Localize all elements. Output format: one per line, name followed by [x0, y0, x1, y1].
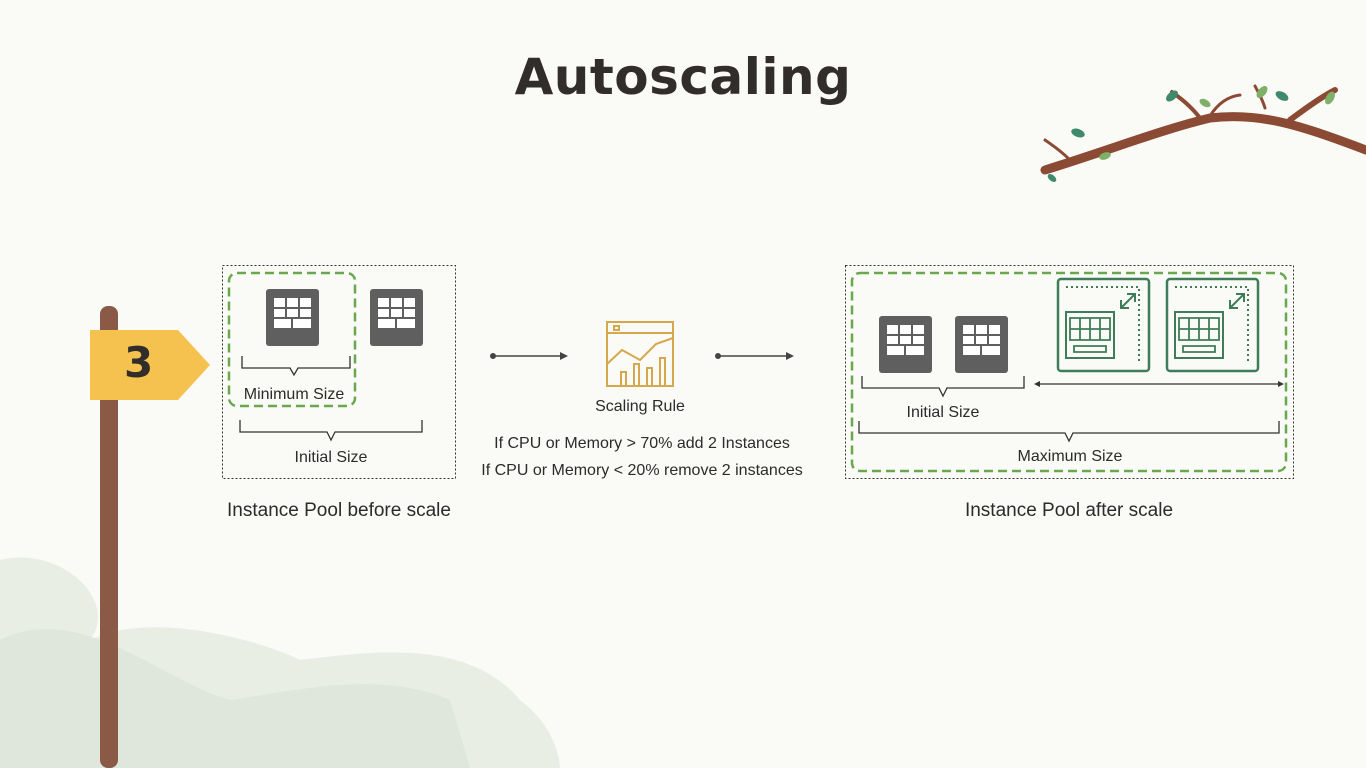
arrow-before-to-rule — [490, 352, 568, 360]
maximum-size-label: Maximum Size — [1017, 448, 1123, 465]
initial-size-brace — [861, 376, 1025, 398]
scale-in-rule: If CPU or Memory < 20% remove 2 instance… — [481, 462, 803, 479]
scaled-instance-icon — [1056, 277, 1151, 373]
signpost-sign — [90, 330, 210, 400]
initial-size-label: Initial Size — [294, 449, 368, 466]
arrow-rule-to-after — [715, 352, 794, 360]
tree-branch — [1040, 84, 1366, 175]
minimum-size-label: Minimum Size — [243, 386, 345, 403]
scaling-rule-label: Scaling Rule — [595, 398, 685, 415]
maximum-size-brace — [858, 421, 1280, 443]
compute-instance-icon — [879, 316, 932, 373]
scaling-rule-chart-icon — [606, 321, 674, 387]
after-initial-size-label: Initial Size — [906, 404, 980, 421]
scale-out-rule: If CPU or Memory > 70% add 2 Instances — [494, 435, 790, 452]
minimum-size-brace — [241, 356, 351, 377]
initial-size-brace — [239, 420, 423, 442]
scaled-instance-icon — [1165, 277, 1260, 373]
scaling-rule-conditions: If CPU or Memory > 70% add 2 Instances I… — [462, 430, 822, 484]
compute-instance-icon — [370, 289, 423, 346]
page-title: Autoscaling — [514, 48, 852, 106]
scale-range-arrow — [1034, 381, 1284, 387]
leaves — [1047, 86, 1335, 182]
compute-instance-icon — [955, 316, 1008, 373]
maximum-size-group — [850, 271, 1288, 473]
signpost — [90, 306, 210, 768]
before-pool-border — [222, 265, 456, 479]
before-pool-caption: Instance Pool before scale — [227, 500, 451, 521]
after-pool-caption: Instance Pool after scale — [964, 500, 1174, 521]
compute-instance-icon — [266, 289, 319, 346]
after-pool-border — [845, 265, 1294, 479]
step-number: 3 — [124, 338, 154, 387]
signpost-pole — [100, 306, 118, 768]
